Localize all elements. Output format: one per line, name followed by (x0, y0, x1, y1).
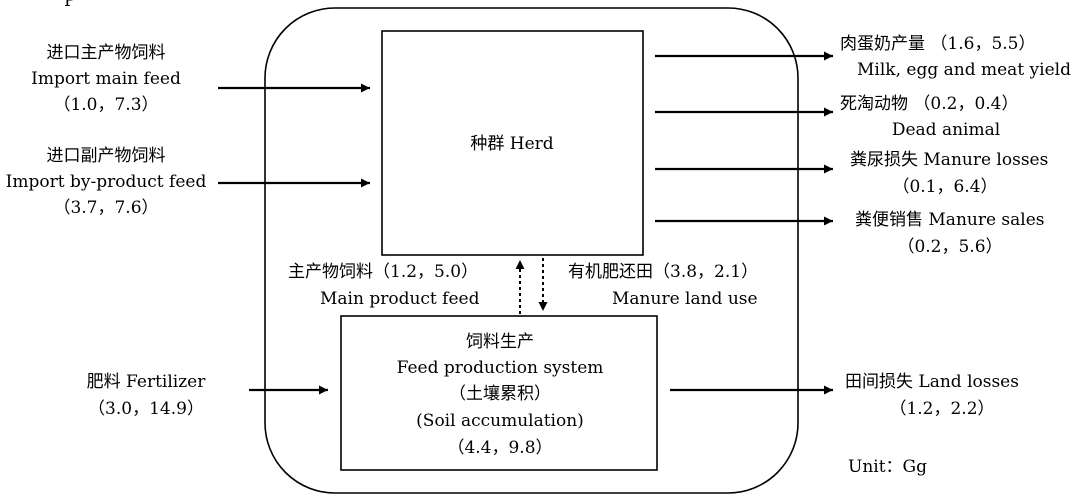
manure-land-use-label-en: Manure land use (612, 289, 758, 309)
import-byproduct-feed-values: （3.7，7.6） (53, 198, 159, 218)
yield-label-en: Milk, egg and meat yield (857, 60, 1071, 80)
feed-production-box (340, 315, 658, 471)
manure-losses-label: 粪尿损失 Manure losses (850, 150, 1049, 170)
import-main-feed-values: （1.0，7.3） (53, 95, 159, 115)
main-product-feed-label-cn: 主产物饲料（1.2，5.0） (288, 262, 479, 282)
import-main-feed-en: Import main feed (31, 69, 181, 89)
manure-sales-label: 粪便销售 Manure sales (855, 210, 1045, 230)
dead-animal-label-en: Dead animal (891, 120, 1001, 140)
feed-production-values: （4.4，9.8） (447, 438, 553, 458)
manure-land-use-label-cn: 有机肥还田（3.8，2.1） (568, 262, 759, 282)
dead-animal-label-cn: 死淘动物 （0.2，0.4） (840, 94, 1019, 114)
herd-label: 种群 Herd (470, 134, 554, 154)
import-main-feed-cn: 进口主产物饲料 (46, 43, 166, 63)
corner-letter: P (64, 0, 76, 11)
manure-sales-values: （0.2，5.6） (897, 237, 1003, 257)
yield-label-cn: 肉蛋奶产量 （1.6，5.5） (840, 34, 1036, 54)
fertilizer-values: （3.0，14.9） (88, 399, 204, 419)
manure-losses-values: （0.1，6.4） (892, 177, 998, 197)
land-losses-values: （1.2，2.2） (889, 399, 995, 419)
land-losses-label: 田间损失 Land losses (845, 372, 1019, 392)
import-byproduct-feed-cn: 进口副产物饲料 (46, 146, 166, 166)
soil-accumulation-en: (Soil accumulation) (416, 411, 584, 431)
import-byproduct-feed-en: Import by-product feed (5, 172, 207, 192)
fertilizer-label: 肥料 Fertilizer (86, 372, 206, 392)
soil-accumulation-cn: （土壤累积） (449, 384, 551, 404)
main-product-feed-label-en: Main product feed (320, 289, 480, 309)
feed-production-title-cn: 饲料生产 (466, 332, 534, 352)
system-boundary (264, 7, 799, 494)
feed-production-title-en: Feed production system (396, 358, 604, 378)
unit-label: Unit：Gg (848, 457, 928, 477)
herd-box (381, 30, 644, 256)
